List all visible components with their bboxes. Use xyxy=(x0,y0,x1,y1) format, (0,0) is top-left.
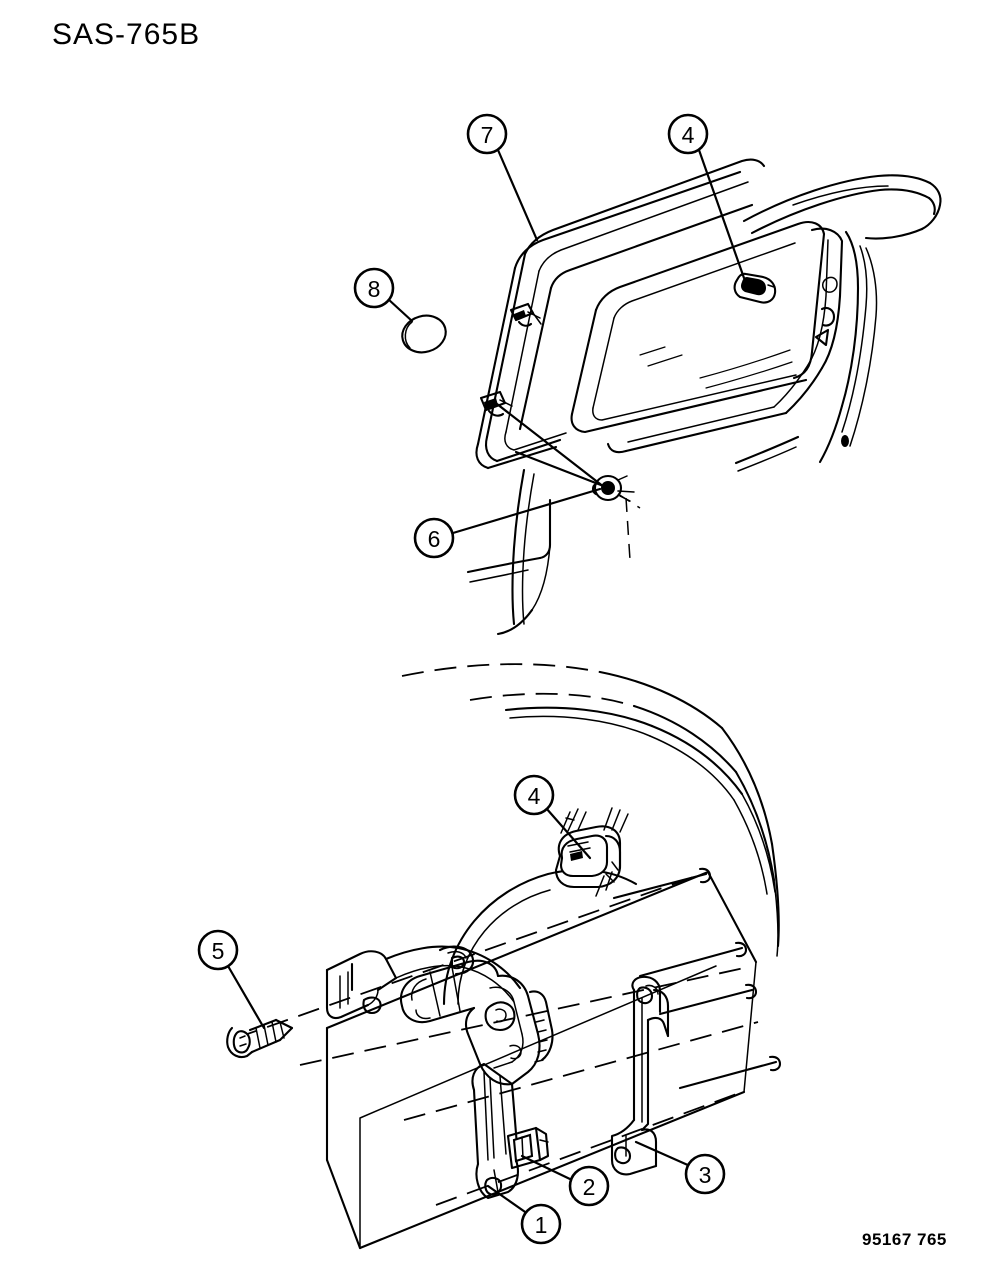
callout-2-number: 2 xyxy=(583,1174,596,1200)
figure-code: 95167 765 xyxy=(862,1230,947,1249)
callout-8-number: 8 xyxy=(368,276,381,302)
callout-6-number: 6 xyxy=(428,526,441,552)
vent-window-latch-lower xyxy=(554,825,622,889)
callout-5-number: 5 xyxy=(212,938,225,964)
leader-6-branch xyxy=(495,402,606,489)
callout-6[interactable]: 6 xyxy=(413,517,455,559)
leader-4-upper xyxy=(697,148,746,280)
callout-2[interactable]: 2 xyxy=(568,1165,610,1207)
leader-4-lower xyxy=(544,806,592,860)
callout-3-number: 3 xyxy=(699,1162,712,1188)
upper-hinge-hardware xyxy=(509,302,542,327)
leader-1 xyxy=(486,1184,530,1216)
callout-bubbles: 7 4 8 6 4 5 2 xyxy=(197,113,726,1245)
lower-view-artwork xyxy=(226,663,782,1250)
access-hole-plug xyxy=(401,314,447,354)
callout-1[interactable]: 1 xyxy=(520,1203,562,1245)
lower-hinge-hardware xyxy=(479,390,513,417)
leader-2 xyxy=(520,1154,574,1182)
leader-3 xyxy=(634,1140,692,1168)
leader-6 xyxy=(451,487,602,535)
callout-4-upper[interactable]: 4 xyxy=(667,113,709,155)
mounting-screw xyxy=(226,1018,294,1059)
leader-6-branch-2 xyxy=(514,450,608,489)
upper-view-artwork xyxy=(386,148,942,636)
callout-7-number: 7 xyxy=(481,122,494,148)
callout-1-number: 1 xyxy=(535,1212,548,1238)
vent-window-actuator-motor xyxy=(325,945,554,1200)
callout-3[interactable]: 3 xyxy=(684,1153,726,1195)
leader-5 xyxy=(226,964,266,1030)
leader-7 xyxy=(496,148,539,242)
callout-8[interactable]: 8 xyxy=(353,267,395,309)
callout-4-upper-number: 4 xyxy=(682,122,695,148)
callout-5[interactable]: 5 xyxy=(197,929,239,971)
leader-8 xyxy=(386,297,414,323)
vent-window-latch xyxy=(733,272,777,304)
actuator-mounting-bracket xyxy=(610,975,670,1176)
panel-studs xyxy=(612,867,782,1090)
callout-4-lower-number: 4 xyxy=(528,783,541,809)
callout-4-lower[interactable]: 4 xyxy=(513,774,555,816)
callout-7[interactable]: 7 xyxy=(466,113,508,155)
page-title: SAS-765B xyxy=(52,18,201,51)
